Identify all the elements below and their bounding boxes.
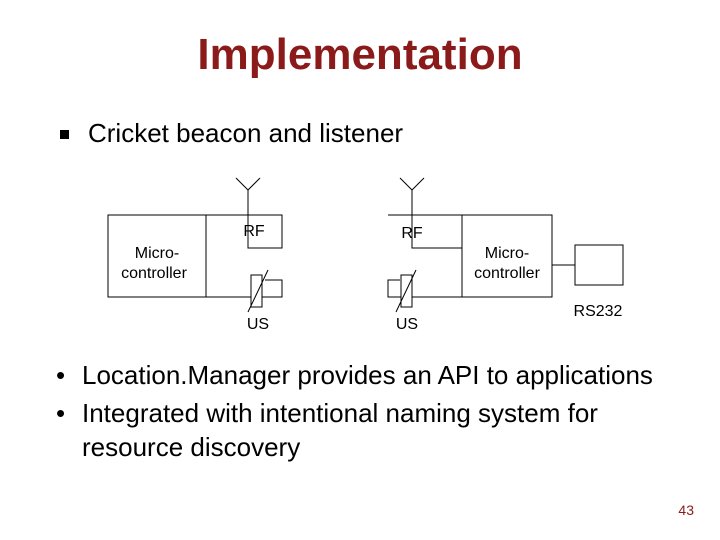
page-number: 43 — [678, 502, 694, 518]
bullet-dot-icon: • — [56, 360, 66, 390]
left-micro-label-1: Micro- — [135, 245, 179, 262]
bullet-list: • Location.Manager provides an API to ap… — [56, 358, 696, 468]
rs232-box — [574, 244, 624, 286]
right-micro-label-2: controller — [474, 265, 540, 282]
right-rf-label: RF — [401, 225, 423, 242]
slide-title: Implementation — [197, 30, 523, 79]
bullet-text: Location.Manager provides an API to appl… — [82, 360, 653, 390]
left-us-label: US — [247, 316, 269, 333]
bullet-text: Integrated with intentional naming syste… — [82, 398, 598, 462]
left-rf-module — [206, 177, 283, 249]
main-bullet-text: Cricket beacon and listener — [88, 118, 404, 148]
square-bullet-icon — [60, 130, 69, 139]
list-item: • Integrated with intentional naming sys… — [56, 396, 696, 464]
left-micro-label-2: controller — [121, 265, 187, 282]
right-us-label: US — [396, 316, 418, 333]
left-microcontroller-box — [107, 214, 207, 298]
right-rf-module — [388, 177, 463, 249]
list-item: • Location.Manager provides an API to ap… — [56, 358, 696, 392]
right-us-module — [387, 269, 462, 313]
left-rf-label: RF — [243, 223, 265, 240]
bullet-dot-icon: • — [56, 398, 66, 428]
right-micro-label-1: Micro- — [485, 245, 529, 262]
left-us-module — [206, 269, 283, 313]
rs232-label: RS232 — [574, 303, 623, 320]
right-microcontroller-box — [461, 214, 553, 298]
